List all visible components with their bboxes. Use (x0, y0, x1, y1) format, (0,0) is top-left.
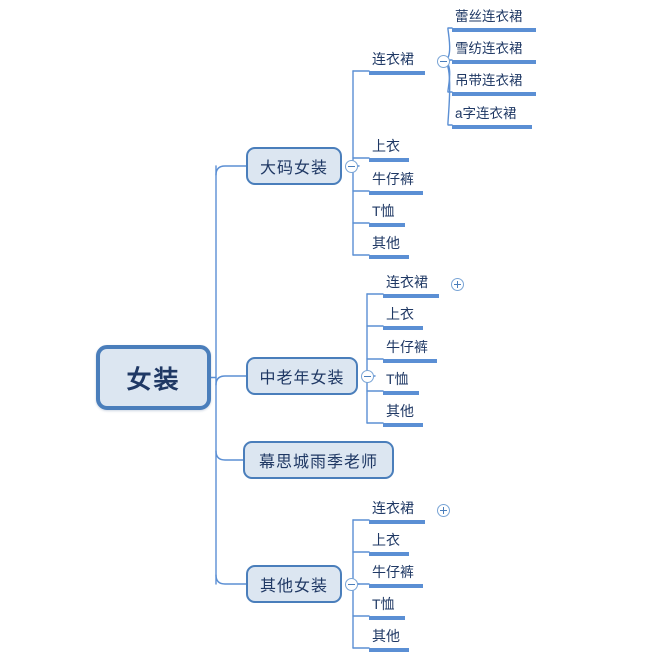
child-node-0-2[interactable]: 牛仔裤 (369, 171, 423, 195)
branch-node-1[interactable]: 中老年女装 (246, 357, 358, 395)
circle-plus-icon[interactable] (450, 277, 464, 291)
child-node-3-0[interactable]: 连衣裙 (369, 500, 425, 524)
child-node-0-1[interactable]: 上衣 (369, 138, 409, 162)
branch-node-2-label: 幕思城雨季老师 (258, 454, 378, 471)
branch-node-1-label: 中老年女装 (259, 370, 345, 387)
leaf-node-0-0-1[interactable]: 雪纺连衣裙 (452, 40, 536, 64)
child-node-0-3[interactable]: T恤 (369, 203, 405, 227)
child-node-3-3[interactable]: T恤 (369, 596, 405, 620)
child-node-3-4[interactable]: 其他 (369, 628, 409, 652)
branch-node-3-label: 其他女装 (259, 578, 328, 595)
root-node[interactable]: 女装 (96, 345, 211, 410)
leaf-node-0-0-2[interactable]: 吊带连衣裙 (452, 72, 536, 96)
child-node-1-2[interactable]: 牛仔裤 (383, 339, 437, 363)
child-node-1-3[interactable]: T恤 (383, 371, 419, 395)
child-node-1-0[interactable]: 连衣裙 (383, 274, 439, 298)
leaf-node-0-0-0[interactable]: 蕾丝连衣裙 (452, 8, 536, 32)
child-node-0-4[interactable]: 其他 (369, 235, 409, 259)
circle-plus-icon[interactable] (436, 503, 450, 517)
branch-node-2[interactable]: 幕思城雨季老师 (243, 441, 394, 479)
circle-minus-icon[interactable] (344, 159, 358, 173)
child-node-3-2[interactable]: 牛仔裤 (369, 564, 423, 588)
circle-minus-icon[interactable] (436, 54, 450, 68)
child-node-0-0[interactable]: 连衣裙 (369, 51, 425, 75)
branch-node-3[interactable]: 其他女装 (246, 565, 342, 603)
circle-minus-icon[interactable] (344, 577, 358, 591)
branch-node-0-label: 大码女装 (259, 160, 328, 177)
leaf-node-0-0-3[interactable]: a字连衣裙 (452, 105, 532, 129)
branch-node-0[interactable]: 大码女装 (246, 147, 342, 185)
child-node-3-1[interactable]: 上衣 (369, 532, 409, 556)
circle-minus-icon[interactable] (360, 369, 374, 383)
child-node-1-1[interactable]: 上衣 (383, 306, 423, 330)
child-node-1-4[interactable]: 其他 (383, 403, 423, 427)
root-node-label: 女装 (126, 365, 181, 394)
